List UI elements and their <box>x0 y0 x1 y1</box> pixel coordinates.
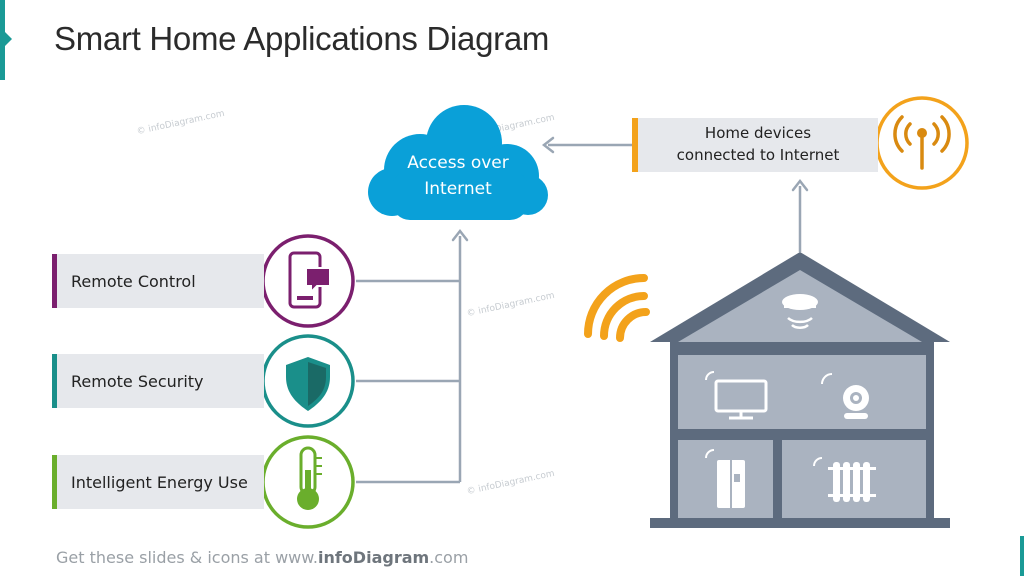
smoke-detector-icon <box>782 294 818 329</box>
accent-notch <box>5 32 12 46</box>
footer-prefix: Get these slides & icons at www. <box>56 548 318 567</box>
shield-icon <box>286 357 330 411</box>
house-graphic <box>650 252 950 528</box>
energy-use-label-box: Intelligent Energy Use <box>52 455 264 509</box>
radiator-icon <box>813 457 876 502</box>
remote-control-label: Remote Control <box>71 271 196 291</box>
energy-use-label: Intelligent Energy Use <box>71 472 248 492</box>
accent-bar <box>0 0 5 80</box>
cloud-label-line2: Internet <box>424 179 492 199</box>
webcam-icon <box>821 373 869 419</box>
remote-control-label-box: Remote Control <box>52 254 264 308</box>
antenna-icon <box>893 115 951 170</box>
thermometer-icon <box>297 446 322 510</box>
footer-suffix: .com <box>429 548 469 567</box>
remote-security-label-box: Remote Security <box>52 354 264 408</box>
energy-use-circle <box>261 435 355 529</box>
cloud-shape <box>368 105 548 220</box>
page-title: Smart Home Applications Diagram <box>54 20 550 57</box>
smartphone-message-icon <box>288 251 331 309</box>
corner-mark <box>1020 536 1024 576</box>
remote-security-circle <box>261 334 355 428</box>
cloud-label: Access over Internet <box>375 150 541 202</box>
antenna-circle <box>875 96 969 190</box>
remote-security-label: Remote Security <box>71 371 204 391</box>
home-devices-box: Home devices connected to Internet <box>632 118 878 172</box>
refrigerator-icon <box>705 449 745 508</box>
home-devices-line1: Home devices <box>704 124 812 142</box>
wifi-signal-icon <box>584 274 650 342</box>
cloud-label-line1: Access over <box>407 153 509 173</box>
home-devices-line2: connected to Internet <box>676 146 840 164</box>
tv-monitor-icon <box>705 371 768 420</box>
footer: Get these slides & icons at www.infoDiag… <box>56 548 468 567</box>
connector-arrowheads <box>451 136 809 242</box>
remote-control-circle <box>261 234 355 328</box>
footer-brand: infoDiagram <box>317 548 430 567</box>
connector-lines <box>356 143 802 484</box>
